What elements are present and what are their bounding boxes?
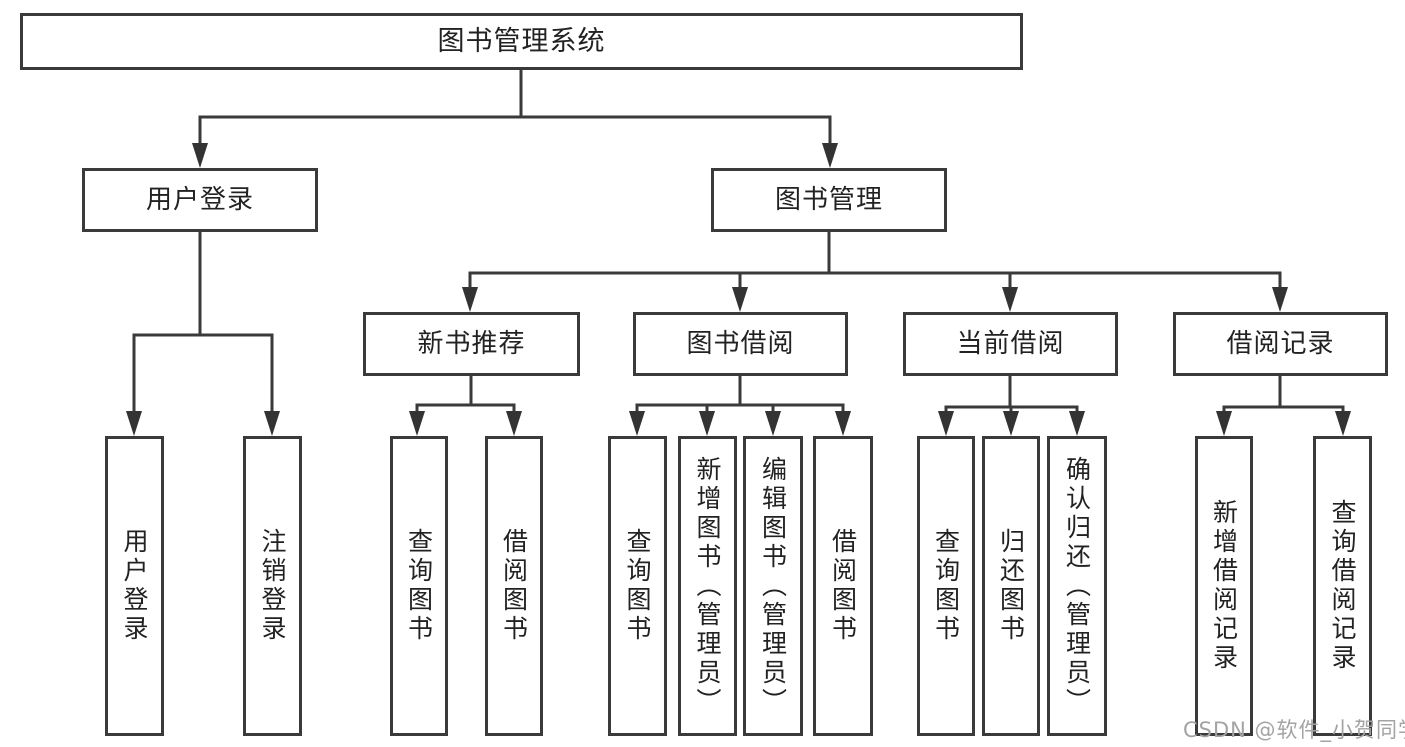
node-label: 当前借阅	[956, 329, 1065, 359]
leaf-user-login: 用户登录	[105, 436, 164, 736]
node-book-management: 图书管理	[711, 168, 947, 232]
leaf-label: 注销登录	[258, 528, 287, 644]
node-library-management-system: 图书管理系统	[20, 13, 1023, 70]
leaf-label: 编辑图书（管理员）	[758, 455, 788, 717]
leaf-add-borrow-record: 新增借阅记录	[1195, 436, 1253, 736]
leaf-borrow-books-recommend: 借阅图书	[485, 436, 543, 736]
arrowheads	[126, 143, 1351, 436]
leaf-return-books: 归还图书	[982, 436, 1040, 736]
leaf-logout: 注销登录	[243, 436, 302, 736]
leaf-label: 查询借阅记录	[1328, 499, 1357, 673]
leaf-label: 查询图书	[931, 528, 961, 644]
node-label: 用户登录	[145, 185, 254, 215]
node-book-borrow: 图书借阅	[633, 312, 848, 376]
leaf-label: 查询图书	[404, 528, 434, 644]
node-label: 新书推荐	[417, 329, 526, 359]
leaf-label: 查询图书	[623, 528, 652, 644]
leaf-edit-books-admin: 编辑图书（管理员）	[743, 436, 803, 736]
leaf-query-books-recommend: 查询图书	[390, 436, 448, 736]
leaf-borrow-books: 借阅图书	[813, 436, 873, 736]
leaf-query-books-current: 查询图书	[917, 436, 975, 736]
leaf-label: 新增借阅记录	[1209, 499, 1239, 673]
leaf-label: 用户登录	[120, 528, 149, 644]
node-user-login: 用户登录	[82, 168, 318, 232]
leaf-confirm-return-admin: 确认归还（管理员）	[1047, 436, 1107, 736]
node-label: 图书管理系统	[437, 26, 606, 57]
leaf-label: 借阅图书	[499, 528, 529, 644]
node-borrow-records: 借阅记录	[1173, 312, 1388, 376]
node-label: 图书借阅	[686, 329, 795, 359]
leaf-query-borrow-record: 查询借阅记录	[1313, 436, 1372, 736]
leaf-add-books-admin: 新增图书（管理员）	[678, 436, 737, 736]
csdn-watermark: CSDN @软件_小贺同学	[1183, 718, 1405, 742]
node-current-borrow: 当前借阅	[903, 312, 1118, 376]
node-new-book-recommend: 新书推荐	[363, 312, 580, 376]
leaf-label: 归还图书	[996, 528, 1026, 644]
leaf-query-books-borrow: 查询图书	[608, 436, 667, 736]
leaf-label: 新增图书（管理员）	[693, 455, 722, 717]
leaf-label: 借阅图书	[828, 528, 858, 644]
leaf-label: 确认归还（管理员）	[1062, 455, 1092, 717]
node-label: 图书管理	[774, 185, 883, 215]
node-label: 借阅记录	[1226, 329, 1335, 359]
